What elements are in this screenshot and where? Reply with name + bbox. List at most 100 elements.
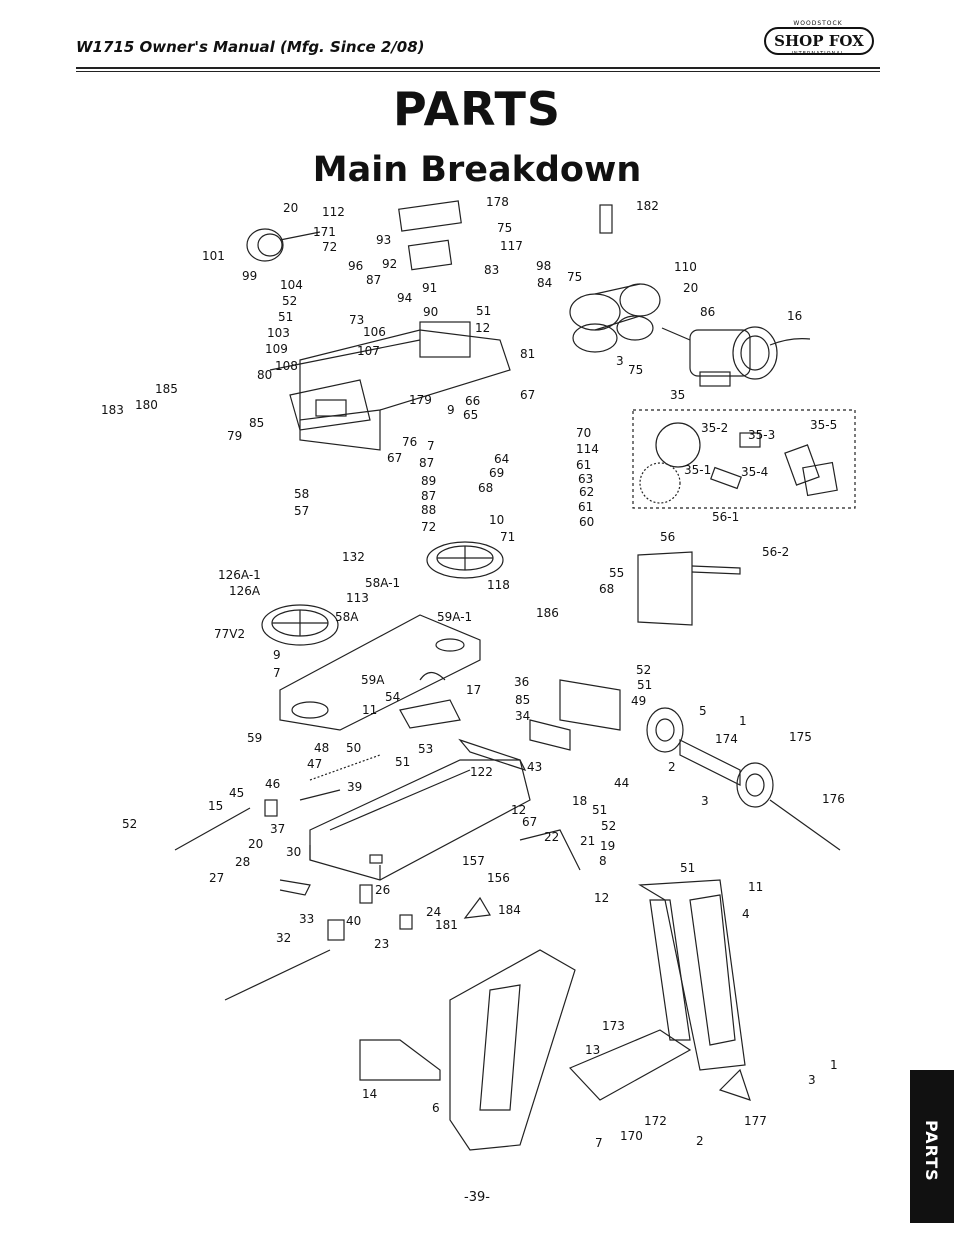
callout: 91 [422, 281, 437, 295]
callout: 16 [787, 309, 802, 323]
callout: 12 [511, 803, 526, 817]
callout: 46 [265, 777, 280, 791]
callout: 80 [257, 368, 272, 382]
callout: 26 [375, 883, 390, 897]
callout: 88 [421, 503, 436, 517]
callout: 126A [229, 584, 261, 598]
callout: 52 [601, 819, 616, 833]
callout: 179 [409, 393, 432, 407]
callout: 92 [382, 257, 397, 271]
pulley-drawing [246, 228, 321, 262]
callout: 185 [155, 382, 178, 396]
callout: 56-1 [712, 510, 739, 524]
callout: 51 [680, 861, 695, 875]
callout: 181 [435, 918, 458, 932]
callout: 173 [602, 1019, 625, 1033]
callout: 58A [335, 610, 359, 624]
callout: 177 [744, 1114, 767, 1128]
callout: 59 [247, 731, 262, 745]
callout: 157 [462, 854, 485, 868]
callout: 60 [579, 515, 594, 529]
callout: 57 [294, 504, 309, 518]
callout: 37 [270, 822, 285, 836]
callout: 7 [273, 666, 281, 680]
callout: 55 [609, 566, 624, 580]
callout: 50 [346, 741, 361, 755]
callout: 59A [361, 673, 385, 687]
callout: 103 [267, 326, 290, 340]
header-rule-thin [76, 71, 880, 72]
callout: 43 [527, 760, 542, 774]
callout: 79 [227, 429, 242, 443]
callout: 109 [265, 342, 288, 356]
callout: 56-2 [762, 545, 789, 559]
callout: 96 [348, 259, 363, 273]
callout: 94 [397, 291, 412, 305]
callout: 186 [536, 606, 559, 620]
callout: 20 [283, 201, 298, 215]
callout: 67 [522, 815, 537, 829]
callout: 51 [278, 310, 293, 324]
callout: 12 [475, 321, 490, 335]
motor-drawing [661, 326, 811, 387]
callout: 118 [487, 578, 510, 592]
callout: 10 [489, 513, 504, 527]
callout: 61 [578, 500, 593, 514]
callout: 61 [576, 458, 591, 472]
callout: 5 [699, 704, 707, 718]
callout: 132 [342, 550, 365, 564]
base-drawing [309, 759, 531, 881]
callout: 101 [202, 249, 225, 263]
callout: 59A-1 [437, 610, 472, 624]
callout: 112 [322, 205, 345, 219]
callout: 83 [484, 263, 499, 277]
callout: 68 [599, 582, 614, 596]
callout: 35-4 [741, 465, 768, 479]
callout: 54 [385, 690, 400, 704]
callout: 35 [670, 388, 685, 402]
callout: 15 [208, 799, 223, 813]
handwheel-lower-drawing [261, 604, 339, 646]
callout: 122 [470, 765, 493, 779]
callout: 175 [789, 730, 812, 744]
callout: 65 [463, 408, 478, 422]
callout: 86 [700, 305, 715, 319]
callout: 4 [742, 907, 750, 921]
callout: 64 [494, 452, 509, 466]
callout: 48 [314, 741, 329, 755]
callout: 11 [362, 703, 377, 717]
callout: 110 [674, 260, 697, 274]
callout: 66 [465, 394, 480, 408]
callout: 87 [366, 273, 381, 287]
callout: 11 [748, 880, 763, 894]
callout: 2 [668, 760, 676, 774]
callout: 71 [500, 530, 515, 544]
callout: 104 [280, 278, 303, 292]
callout: 23 [374, 937, 389, 951]
callout: 58 [294, 487, 309, 501]
callout: 51 [395, 755, 410, 769]
callout: 27 [209, 871, 224, 885]
callout: 14 [362, 1087, 377, 1101]
callout: 47 [307, 757, 322, 771]
manual-title: W1715 Owner's Manual (Mfg. Since 2/08) [76, 38, 425, 56]
side-tab: PARTS [910, 1070, 954, 1223]
callout: 35-5 [810, 418, 837, 432]
callout: 172 [644, 1114, 667, 1128]
callout: 30 [286, 845, 301, 859]
callout: 35-1 [684, 463, 711, 477]
callout: 98 [536, 259, 551, 273]
callout: 52 [122, 817, 137, 831]
callout: 39 [347, 780, 362, 794]
callout: 20 [248, 837, 263, 851]
logo-brand: SHOP FOX [764, 27, 874, 55]
callout: 85 [249, 416, 264, 430]
belt-cover-drawing [569, 283, 661, 353]
handwheel-upper-drawing [426, 541, 504, 579]
callout: 107 [357, 344, 380, 358]
logo-top-text: WOODSTOCK [793, 20, 843, 27]
callout: 44 [614, 776, 629, 790]
callout: 24 [426, 905, 441, 919]
callout: 53 [418, 742, 433, 756]
callout: 9 [273, 648, 281, 662]
